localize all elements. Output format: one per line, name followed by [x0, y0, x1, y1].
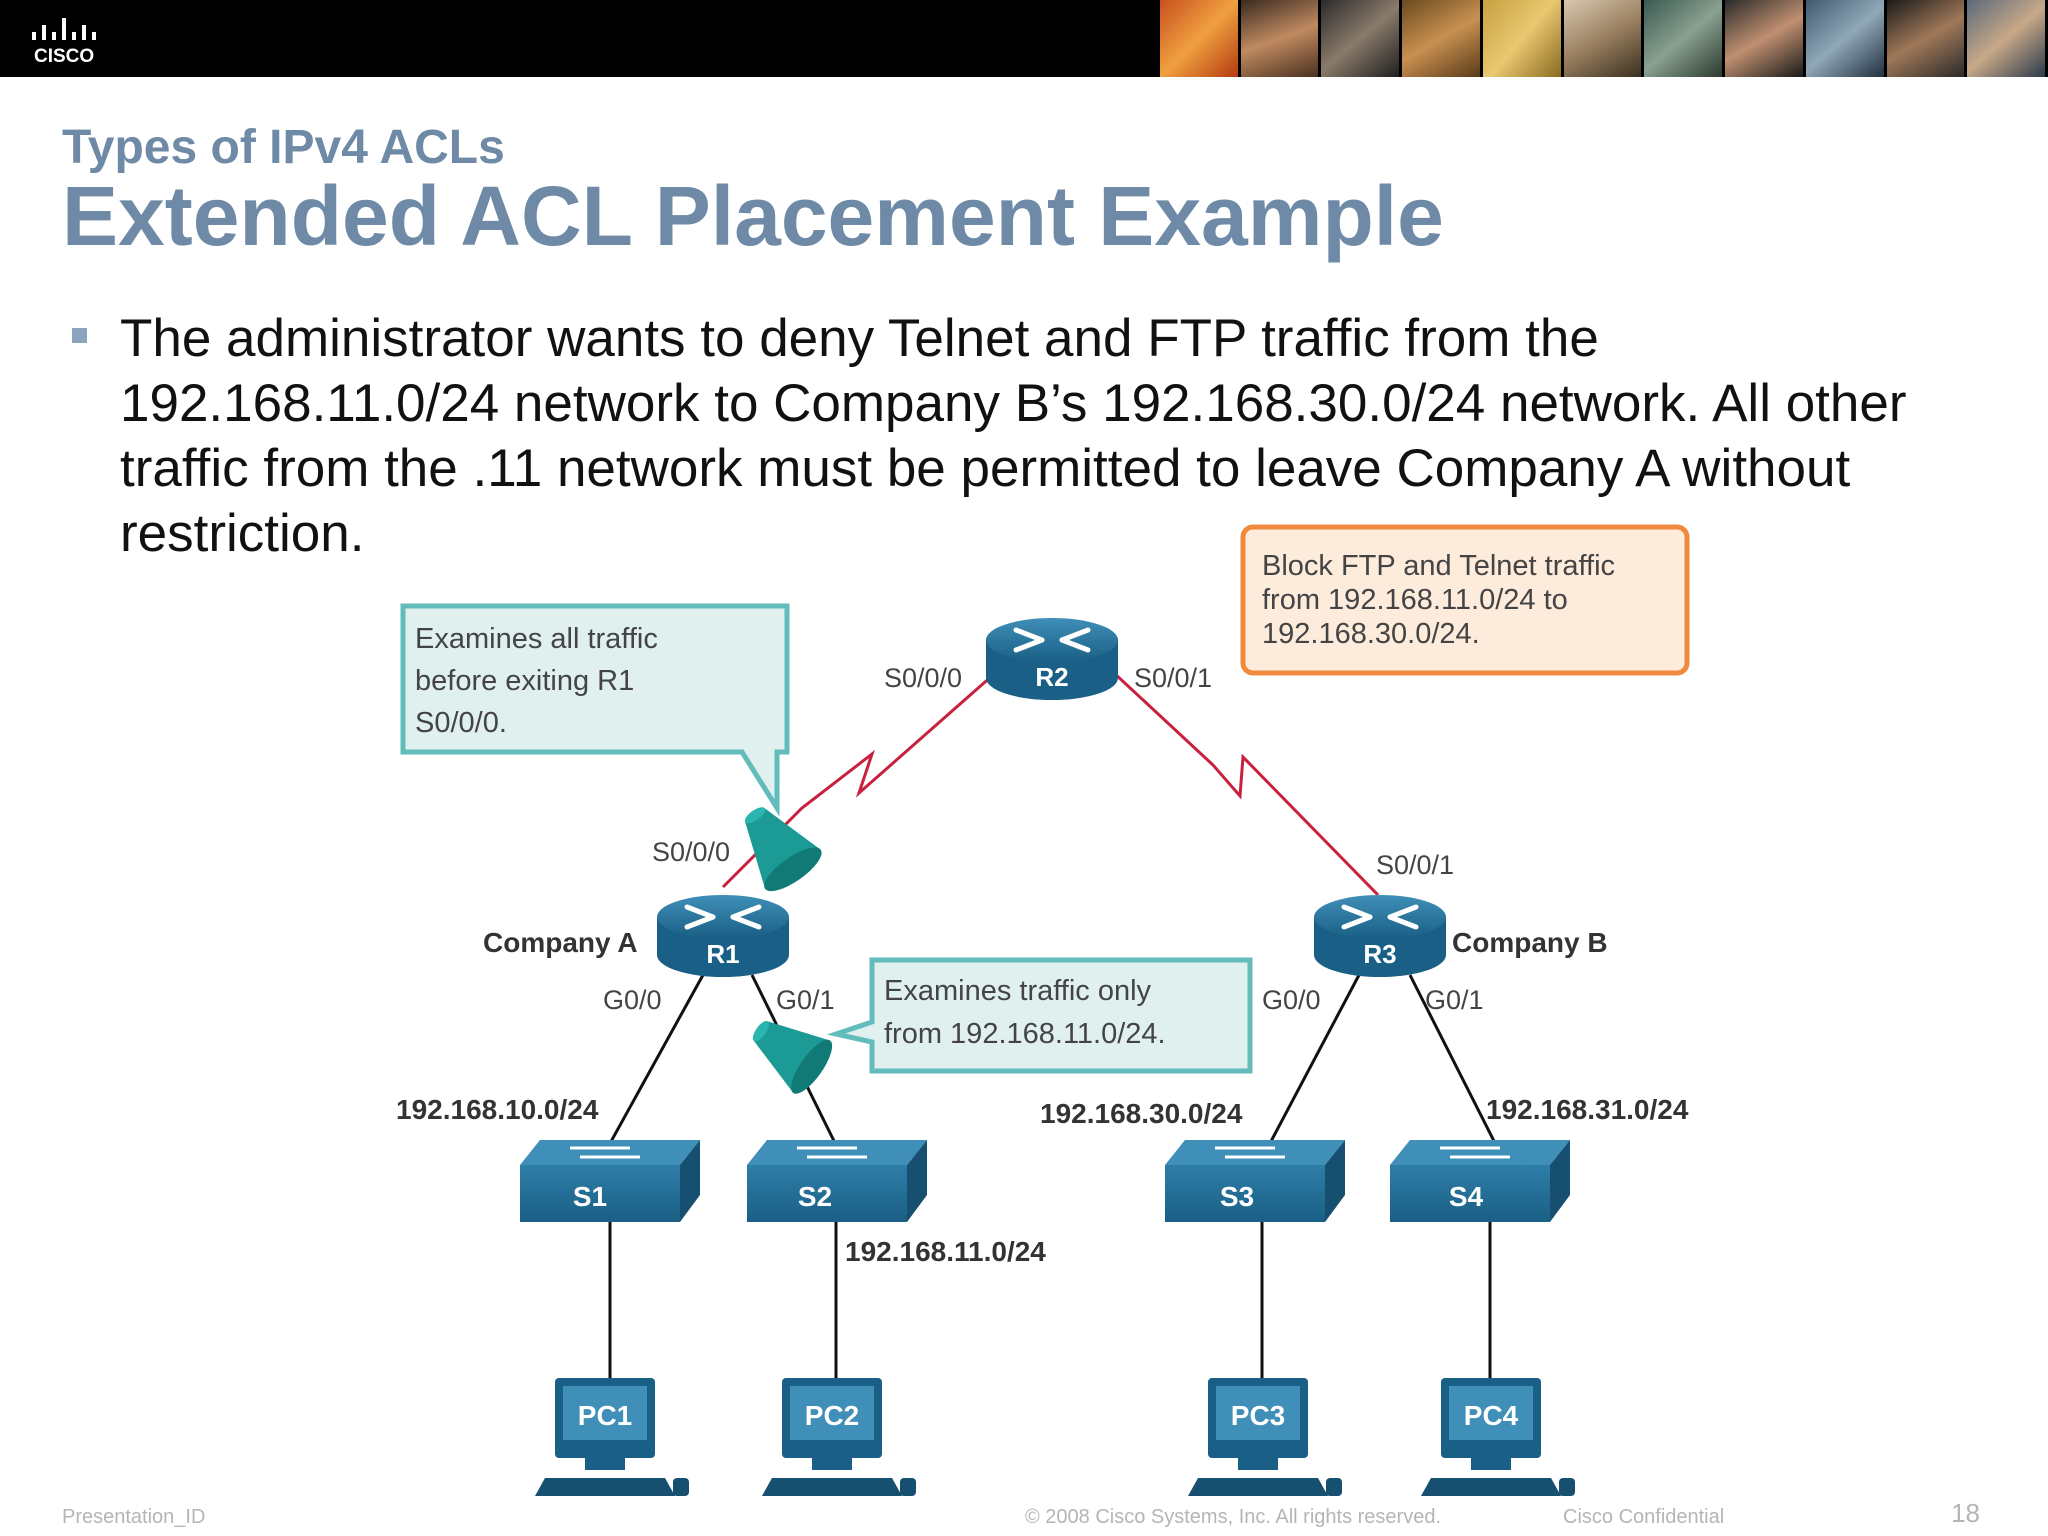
switch-s4[interactable]: S4 — [1390, 1140, 1570, 1222]
callout-left-line: before exiting R1 — [415, 665, 634, 697]
interface-label: S0/0/0 — [884, 663, 962, 693]
switch-s1[interactable]: S1 — [520, 1140, 700, 1222]
pc-pc2[interactable]: PC2 — [762, 1378, 916, 1496]
photo-tile — [1482, 0, 1564, 77]
slide-subtitle: Types of IPv4 ACLs — [62, 121, 505, 174]
interface-label: S0/0/0 — [652, 837, 730, 867]
footer-presentation-id: Presentation_ID — [62, 1506, 206, 1528]
interface-label: G0/1 — [1425, 985, 1484, 1015]
router-r2-label: R2 — [1035, 662, 1068, 692]
network-label: 192.168.11.0/24 — [845, 1236, 1046, 1267]
callout-left-line: Examines all traffic — [415, 623, 658, 655]
switch-s2-label: S2 — [798, 1181, 832, 1212]
photo-tile — [1967, 0, 2048, 77]
switch-s3-label: S3 — [1220, 1181, 1254, 1212]
interface-label: G0/1 — [776, 985, 835, 1015]
page-number: 18 — [1951, 1498, 1980, 1528]
pc-pc1-label: PC1 — [578, 1400, 632, 1431]
callout-middle: Examines traffic only from 192.168.11.0/… — [826, 957, 1253, 1074]
company-b-label: Company B — [1452, 927, 1608, 958]
serial-link-r2-r3 — [1098, 658, 1380, 897]
network-label: 192.168.31.0/24 — [1486, 1094, 1689, 1125]
interface-label: G0/0 — [1262, 985, 1321, 1015]
photo-tile — [1240, 0, 1322, 77]
pc-pc1[interactable]: PC1 — [535, 1378, 689, 1496]
callout-right-line: from 192.168.11.0/24 to — [1262, 584, 1568, 616]
slide-title: Extended ACL Placement Example — [62, 169, 1444, 263]
switch-s1-label: S1 — [573, 1181, 607, 1212]
header-photo-strip — [1160, 0, 2048, 77]
callout-right: Block FTP and Telnet traffic from 192.16… — [1240, 524, 1690, 676]
router-r1-label: R1 — [706, 939, 739, 969]
switch-s4-label: S4 — [1449, 1181, 1484, 1212]
pc-pc3-label: PC3 — [1231, 1400, 1285, 1431]
pc-pc2-label: PC2 — [805, 1400, 859, 1431]
cisco-logo: CISCO — [32, 18, 96, 67]
network-label: 192.168.30.0/24 — [1040, 1098, 1243, 1129]
interface-label: G0/0 — [603, 985, 662, 1015]
callout-left: Examines all traffic before exiting R1 S… — [400, 603, 790, 817]
company-a-label: Company A — [483, 927, 638, 958]
bullet-square-icon — [72, 328, 87, 343]
footer-copyright: © 2008 Cisco Systems, Inc. All rights re… — [1025, 1506, 1442, 1528]
photo-tile — [1402, 0, 1483, 77]
photo-tile — [1805, 0, 1887, 77]
interface-label: S0/0/1 — [1376, 850, 1454, 880]
pc-pc4[interactable]: PC4 — [1421, 1378, 1575, 1496]
pc-pc4-label: PC4 — [1464, 1400, 1519, 1431]
callout-middle-line: Examines traffic only — [884, 975, 1152, 1007]
filter-funnel-icon — [744, 807, 822, 892]
filter-funnel-icon — [752, 1020, 833, 1094]
link-r3-s3 — [1266, 974, 1361, 1148]
callout-right-line: 192.168.30.0/24. — [1262, 618, 1480, 650]
switch-s3[interactable]: S3 — [1165, 1140, 1345, 1222]
link-r1-s1 — [606, 974, 705, 1148]
bullet-text: The administrator wants to deny Telnet a… — [120, 309, 1907, 563]
network-label: 192.168.10.0/24 — [396, 1094, 599, 1125]
callout-middle-line: from 192.168.11.0/24. — [884, 1018, 1166, 1050]
photo-tile — [1725, 0, 1806, 77]
link-r3-s4 — [1408, 974, 1499, 1148]
router-r1[interactable]: R1 — [657, 895, 789, 977]
footer-confidential: Cisco Confidential — [1563, 1506, 1725, 1528]
pc-pc3[interactable]: PC3 — [1188, 1378, 1342, 1496]
photo-tile — [1563, 0, 1645, 77]
photo-tile — [1321, 0, 1403, 77]
router-r2[interactable]: R2 — [986, 618, 1118, 700]
callout-left-line: S0/0/0. — [415, 707, 507, 739]
top-banner: CISCO — [0, 0, 2048, 77]
interface-label: S0/0/1 — [1134, 663, 1212, 693]
callout-right-line: Block FTP and Telnet traffic — [1262, 550, 1615, 582]
photo-tile — [1886, 0, 1968, 77]
photo-tile — [1160, 0, 1241, 77]
logo-text: CISCO — [34, 46, 94, 67]
photo-tile — [1644, 0, 1726, 77]
switch-s2[interactable]: S2 — [747, 1140, 927, 1222]
router-r3-label: R3 — [1363, 939, 1396, 969]
router-r3[interactable]: R3 — [1314, 895, 1446, 977]
